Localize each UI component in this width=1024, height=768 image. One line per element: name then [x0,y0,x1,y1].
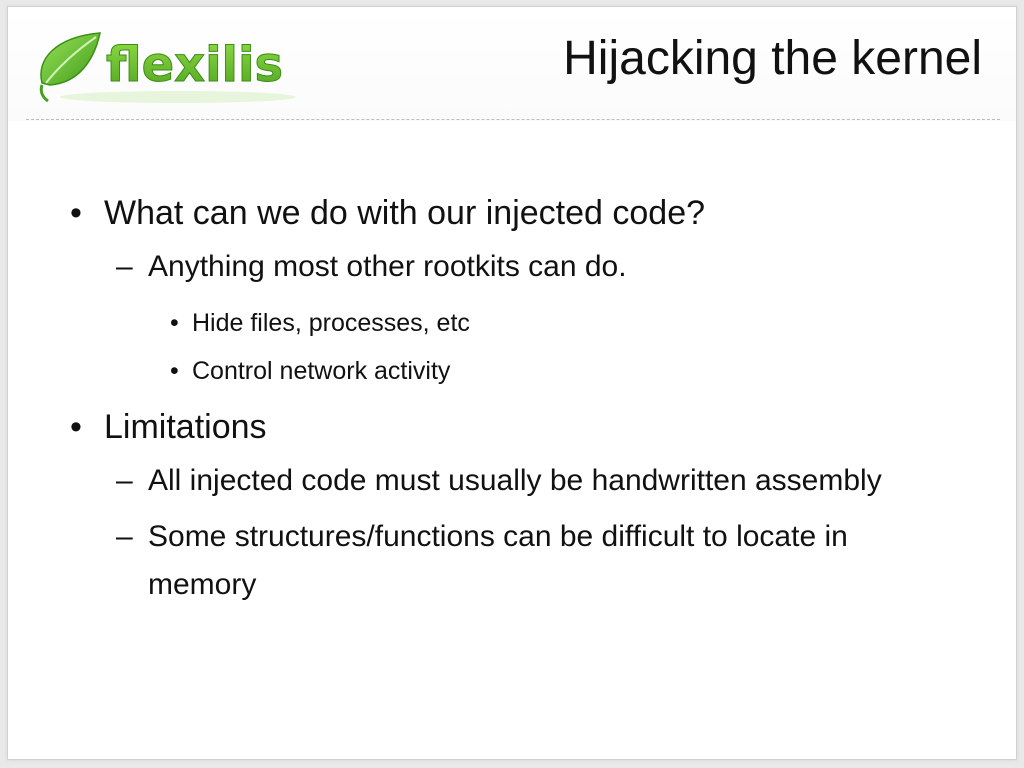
bullet-glyph: • [70,408,82,446]
sub-sub-bullet-item: • Hide files, processes, etc [56,299,956,347]
header-divider [26,119,1000,120]
bullet-text: What can we do with our injected code? [104,194,706,232]
sub-sub-bullet-text: Hide files, processes, etc [192,309,470,337]
sub-sub-bullet-item: • Control network activity [56,347,956,395]
dash-glyph: – [116,250,133,283]
bullet-glyph: • [170,309,179,337]
bullet-item: • Limitations [56,403,956,451]
sub-bullet-text: Anything most other rootkits can do. [148,250,627,283]
bullet-glyph: • [70,194,82,232]
bullet-glyph: • [170,357,179,385]
sub-sub-bullet-text: Control network activity [192,357,451,385]
slide-title: Hijacking the kernel [563,32,982,85]
leaf-icon: flexilis [39,32,296,103]
bullet-text: Limitations [104,408,267,446]
sub-bullet-item: – Anything most other rootkits can do. [56,243,956,291]
sub-bullet-text: Some structures/functions can be difficu… [148,520,848,601]
sub-bullet-item: – Some structures/functions can be diffi… [56,513,956,609]
dash-glyph: – [116,520,133,553]
flexilis-logo: flexilis [28,21,300,117]
bullet-item: • What can we do with our injected code? [56,189,956,237]
slide-header: flexilis Hijacking the kernel [8,7,1016,121]
sub-bullet-item: – All injected code must usually be hand… [56,457,956,505]
sub-bullet-text: All injected code must usually be handwr… [148,464,882,497]
dash-glyph: – [116,464,133,497]
slide: flexilis Hijacking the kernel • What can… [7,6,1017,760]
logo-text: flexilis [106,37,283,93]
slide-content: • What can we do with our injected code?… [56,189,956,617]
